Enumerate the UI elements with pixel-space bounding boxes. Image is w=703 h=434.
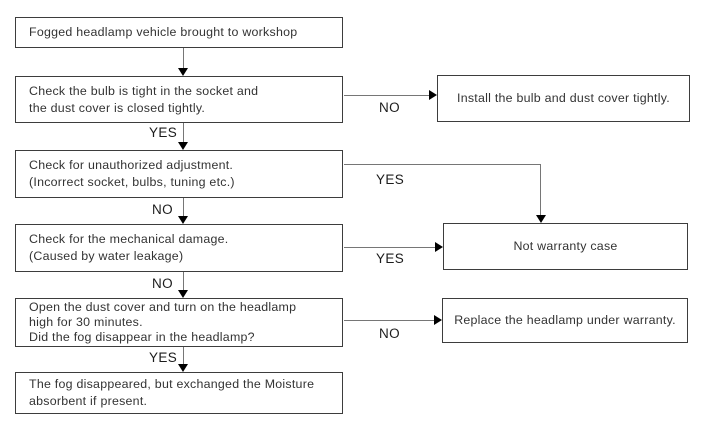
edge-label-no: NO	[152, 276, 174, 291]
node-install-bulb: Install the bulb and dust cover tightly.	[437, 75, 690, 122]
edge-check-bulb-no	[344, 95, 429, 96]
edge-check-adjustment-yes-h	[344, 164, 541, 165]
edge-check-damage-no	[183, 272, 184, 291]
arrowhead-down-icon	[178, 142, 188, 150]
edge-label-yes: YES	[149, 125, 178, 140]
node-replace-headlamp: Replace the headlamp under warranty.	[442, 298, 688, 343]
node-text: Check for the mechanical damage.	[29, 232, 229, 246]
node-text: high for 30 minutes.	[29, 315, 143, 329]
edge-label-no: NO	[379, 326, 401, 341]
node-text: Fogged headlamp vehicle brought to works…	[29, 25, 298, 39]
edge-open-dust-cover-no	[344, 320, 434, 321]
edge-check-bulb-yes	[183, 123, 184, 143]
arrowhead-right-icon	[434, 315, 442, 325]
node-text: Check the bulb is tight in the socket an…	[29, 83, 259, 98]
arrowhead-down-icon	[178, 364, 188, 372]
edge-label-yes: YES	[149, 350, 178, 365]
node-text: Check for unauthorized adjustment.	[29, 158, 234, 172]
arrowhead-down-icon	[178, 216, 188, 224]
node-check-bulb: Check the bulb is tight in the socket an…	[15, 76, 343, 123]
node-fog-disappeared: The fog disappeared, but exchanged the M…	[15, 372, 343, 414]
edge-check-damage-yes	[344, 247, 435, 248]
node-text: Did the fog disappear in the headlamp?	[29, 330, 255, 344]
node-not-warranty: Not warranty case	[443, 223, 688, 270]
edge-label-no: NO	[152, 202, 174, 217]
node-start: Fogged headlamp vehicle brought to works…	[15, 17, 343, 48]
arrowhead-down-icon	[536, 215, 546, 223]
edge-label-no: NO	[379, 100, 401, 115]
node-text: (Caused by water leakage)	[29, 249, 184, 263]
edge-open-dust-cover-yes	[183, 347, 184, 365]
node-text: Not warranty case	[513, 239, 618, 253]
arrowhead-right-icon	[429, 90, 437, 100]
node-check-adjustment: Check for unauthorized adjustment. (Inco…	[15, 150, 343, 198]
node-text: Open the dust cover and turn on the head…	[29, 300, 297, 314]
node-text: The fog disappeared, but exchanged the M…	[29, 377, 315, 391]
edge-check-adjustment-no	[183, 198, 184, 217]
node-text: (Incorrect socket, bulbs, tuning etc.)	[29, 175, 235, 189]
edge-start-to-check-bulb	[183, 48, 184, 69]
node-open-dust-cover: Open the dust cover and turn on the head…	[15, 298, 343, 347]
node-text: Install the bulb and dust cover tightly.	[457, 91, 670, 105]
node-text: absorbent if present.	[29, 394, 148, 408]
arrowhead-down-icon	[178, 290, 188, 298]
node-text: Replace the headlamp under warranty.	[454, 313, 676, 327]
edge-label-yes: YES	[376, 251, 405, 266]
arrowhead-right-icon	[435, 242, 443, 252]
edge-label-yes: YES	[376, 172, 405, 187]
arrowhead-down-icon	[178, 68, 188, 76]
edge-check-adjustment-yes-v	[540, 164, 541, 216]
node-text: the dust cover is closed tightly.	[29, 100, 206, 115]
node-check-damage: Check for the mechanical damage. (Caused…	[15, 224, 343, 272]
